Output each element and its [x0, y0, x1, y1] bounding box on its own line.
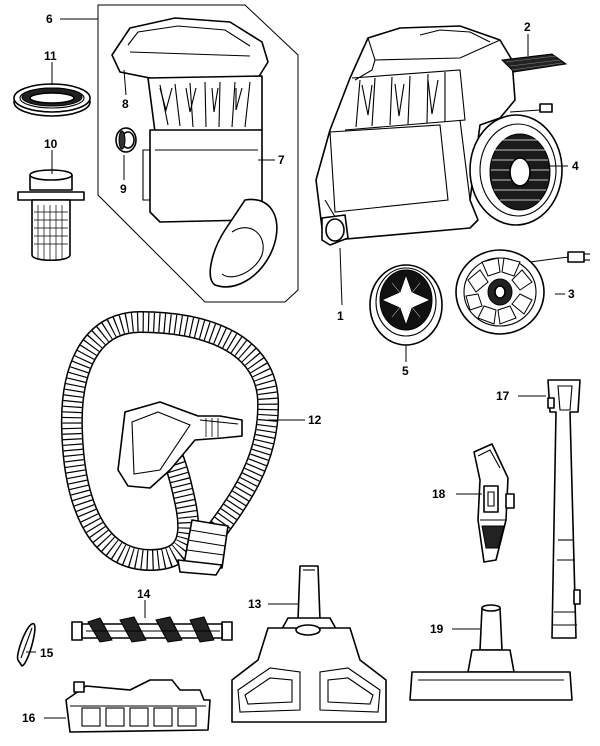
base-plate — [65, 679, 211, 733]
strip-filter — [500, 53, 568, 73]
drive-belt — [16, 623, 36, 667]
dust-bin — [111, 17, 278, 288]
callout-19: 19 — [430, 622, 444, 636]
callout-1: 1 — [337, 309, 344, 323]
callout-4: 4 — [572, 159, 579, 173]
callout-6: 6 — [46, 12, 53, 26]
callout-14: 14 — [137, 587, 151, 601]
callout-12: 12 — [308, 413, 322, 427]
exhaust-cover — [455, 249, 590, 335]
callout-3: 3 — [568, 287, 575, 301]
callout-15: 15 — [40, 646, 54, 660]
dust-bin-assembly-group — [60, 4, 299, 303]
rear-filter-cover — [469, 103, 563, 226]
canister-body — [315, 25, 516, 246]
crevice-tool — [473, 443, 515, 563]
callout-labels: 1 2 3 4 5 6 7 8 9 10 11 12 13 14 15 16 1… — [22, 12, 579, 725]
callout-17: 17 — [496, 389, 510, 403]
callout-2: 2 — [524, 20, 531, 34]
callout-11: 11 — [44, 49, 57, 63]
leader-lines — [26, 34, 568, 719]
seal-ring — [115, 127, 137, 153]
callout-16: 16 — [22, 711, 36, 725]
brushroll — [71, 616, 233, 643]
callout-13: 13 — [248, 597, 262, 611]
callout-18: 18 — [432, 487, 446, 501]
mesh-filter — [17, 169, 85, 262]
hose — [60, 311, 280, 576]
callout-7: 7 — [278, 153, 285, 167]
callout-8: 8 — [122, 97, 129, 111]
round-filter — [13, 83, 91, 117]
hepa-filter — [369, 264, 443, 346]
extension-wand — [547, 379, 581, 639]
bare-floor-tool — [409, 604, 573, 701]
floor-nozzle — [231, 565, 387, 723]
callout-9: 9 — [120, 182, 127, 196]
callout-5: 5 — [402, 364, 409, 378]
callout-10: 10 — [44, 137, 58, 151]
